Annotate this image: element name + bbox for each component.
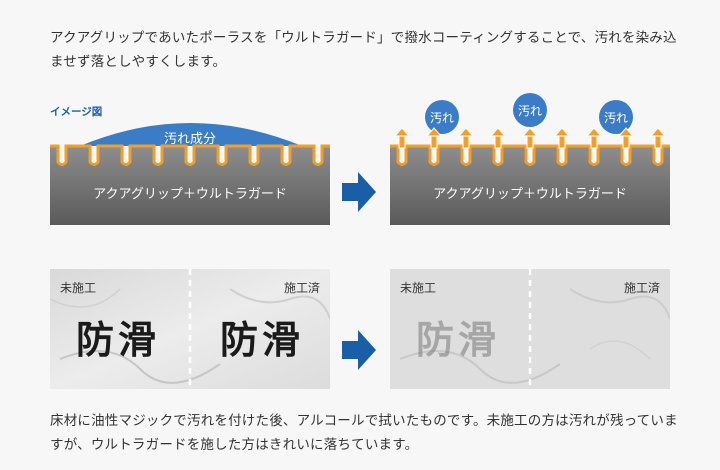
dirt-bubble-label-1: 汚れ [429, 111, 454, 125]
floor-label-before: アクアグリップ＋ウルトラガード [93, 187, 287, 202]
untreated-label-1: 未施工 [60, 281, 97, 295]
dirt-blob [80, 123, 302, 146]
caption-text: 床材に油性マジックで汚れを付けた後、アルコールで拭いたものです。未施工の方は汚れ… [50, 413, 678, 453]
arrow-right-icon [342, 172, 376, 216]
dirt-label: 汚れ成分 [163, 132, 216, 147]
arrow-right-icon-2 [342, 330, 376, 374]
floor-label-after: アクアグリップ＋ウルトラガード [433, 187, 627, 202]
treated-label-2: 施工済 [623, 281, 660, 295]
stain-text-untreated: 防滑 [76, 317, 161, 362]
intro-text: アクアグリップであいたポーラスを「ウルトラガード」で撥水コーティングすることで、… [50, 30, 677, 70]
dirt-bubble-label-3: 汚れ [603, 111, 628, 125]
photo-after-cleaning: 未施工 施工済 防滑 [390, 269, 670, 389]
stain-text-untreated-faded: 防滑 [416, 317, 501, 362]
dirt-bubble-label-2: 汚れ [517, 104, 542, 118]
photo-before-cleaning: 未施工 施工済 防滑 防滑 [50, 269, 330, 389]
untreated-label-2: 未施工 [400, 281, 437, 295]
image-label: イメージ図 [50, 106, 103, 118]
diagram-before: 汚れ成分 アクアグリップ＋ウルトラガード [50, 110, 330, 229]
diagram-after: 汚れ 汚れ 汚れ アクアグリップ＋ウルトラガード [390, 92, 670, 229]
stain-text-treated: 防滑 [220, 317, 305, 362]
treated-label-1: 施工済 [283, 281, 320, 295]
